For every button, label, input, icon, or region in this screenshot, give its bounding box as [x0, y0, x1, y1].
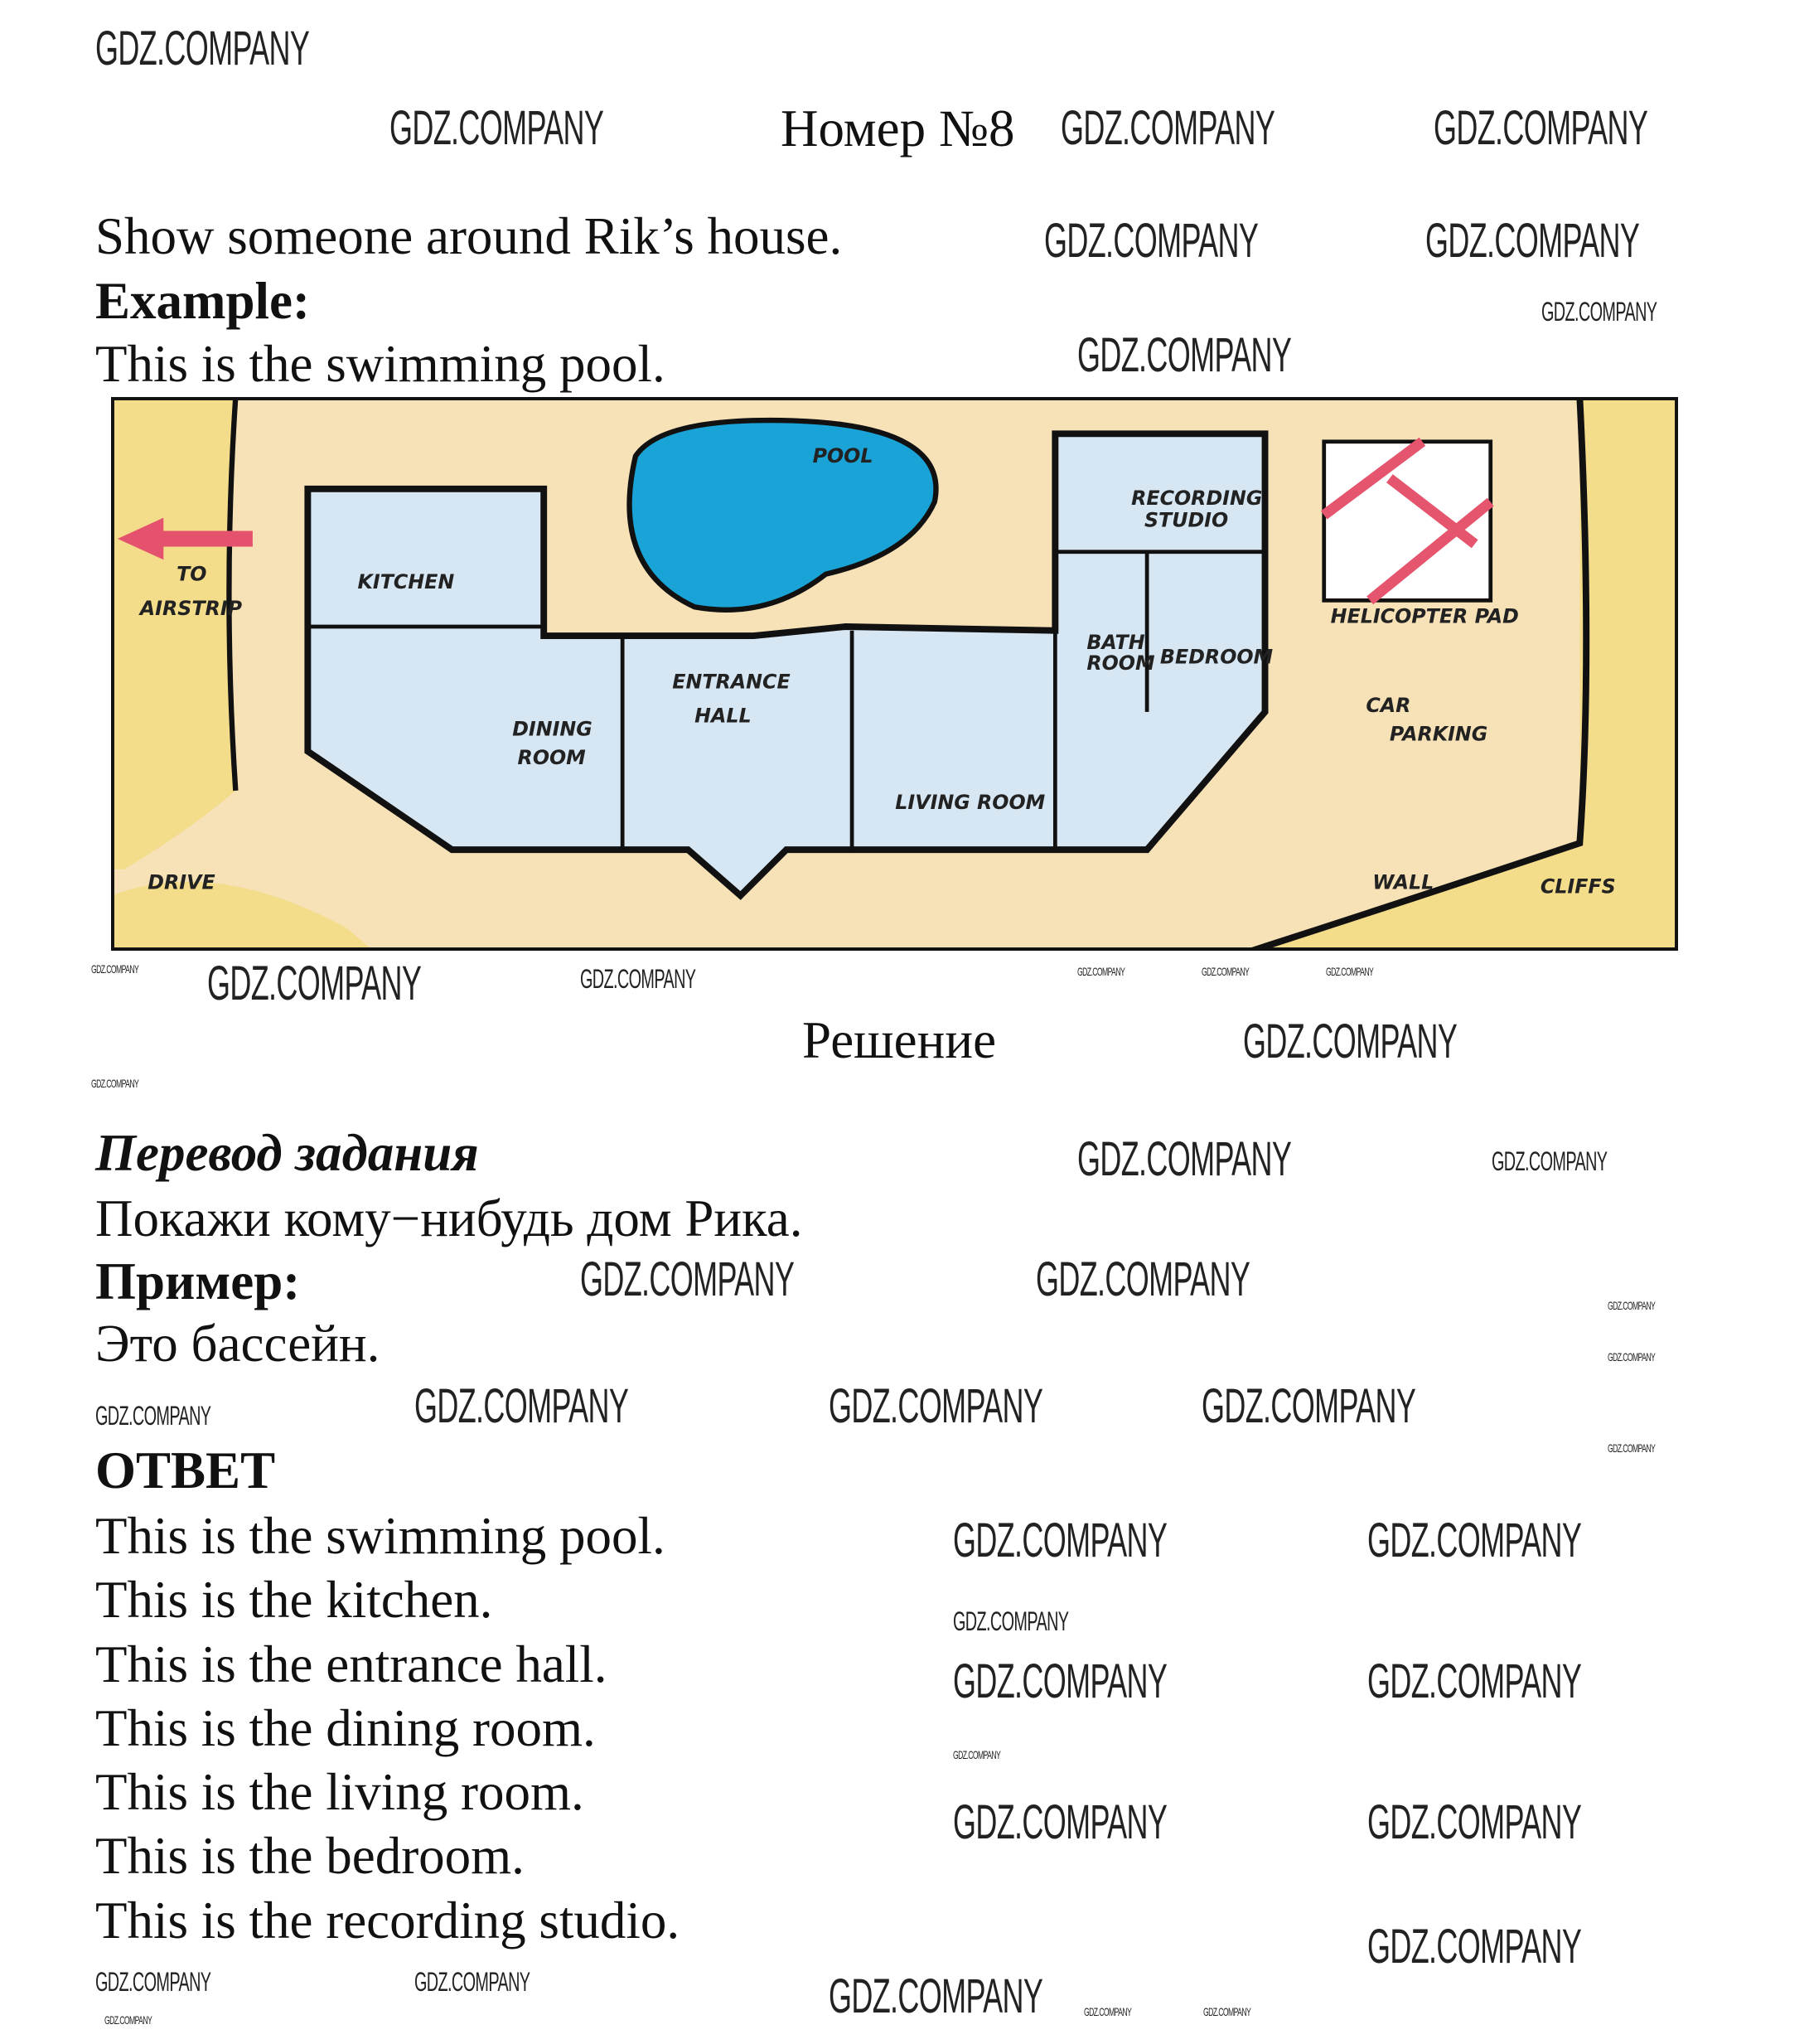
- watermark: GDZ.COMPANY: [1061, 101, 1275, 155]
- watermark: GDZ.COMPANY: [95, 22, 310, 75]
- map-label: BEDROOM: [1160, 645, 1274, 668]
- watermark: GDZ.COMPANY: [1326, 965, 1374, 978]
- watermark: GDZ.COMPANY: [1608, 1441, 1656, 1455]
- translation-text: Покажи кому−нибудь дом Рика.: [95, 1189, 803, 1247]
- map-label: WALL: [1372, 871, 1434, 894]
- answer-line: This is the kitchen.: [95, 1571, 493, 1629]
- watermark: GDZ.COMPANY: [580, 964, 696, 994]
- map-label: STUDIO: [1144, 509, 1228, 532]
- cliffs-sand: [1251, 397, 1678, 951]
- map-label: ROOM: [518, 746, 587, 769]
- left-sand: [111, 397, 236, 869]
- map-label: ROOM: [1086, 651, 1155, 675]
- answer-line: This is the swimming pool.: [95, 1507, 665, 1565]
- watermark: GDZ.COMPANY: [1084, 2005, 1132, 2018]
- watermark: GDZ.COMPANY: [1077, 328, 1292, 382]
- map-label: LIVING ROOM: [895, 791, 1045, 814]
- answer-line: This is the living room.: [95, 1763, 584, 1821]
- map-label: ENTRANCE: [672, 670, 790, 693]
- watermark: GDZ.COMPANY: [1077, 1132, 1292, 1186]
- watermark: GDZ.COMPANY: [1202, 965, 1250, 978]
- answer-line: This is the recording studio.: [95, 1891, 680, 1950]
- example-text-ru: Это бассейн.: [95, 1315, 380, 1373]
- map-label: CAR: [1366, 694, 1410, 717]
- translation-label: Перевод задания: [95, 1124, 479, 1182]
- map-label: DINING: [512, 717, 593, 740]
- watermark: GDZ.COMPANY: [953, 1748, 1001, 1761]
- map-label: RECORDING: [1131, 487, 1262, 510]
- watermark: GDZ.COMPANY: [95, 1401, 211, 1431]
- watermark: GDZ.COMPANY: [414, 1379, 629, 1433]
- map-label: POOL: [813, 444, 873, 467]
- watermark: GDZ.COMPANY: [1367, 1795, 1582, 1849]
- watermark: GDZ.COMPANY: [1434, 101, 1648, 155]
- house-floorplan: [304, 430, 1269, 900]
- watermark: GDZ.COMPANY: [104, 2013, 152, 2027]
- watermark: GDZ.COMPANY: [1425, 214, 1640, 268]
- drive-edge: [226, 397, 239, 792]
- map-label: KITCHEN: [357, 570, 454, 593]
- page-title: Номер №8: [781, 99, 1015, 157]
- map-label: PARKING: [1390, 723, 1487, 746]
- watermark: GDZ.COMPANY: [1492, 1146, 1608, 1176]
- map-label: HALL: [694, 705, 751, 728]
- watermark: GDZ.COMPANY: [207, 957, 422, 1010]
- watermark: GDZ.COMPANY: [1202, 1379, 1416, 1433]
- answer-label: ОТВЕТ: [95, 1441, 276, 1499]
- example-text: This is the swimming pool.: [95, 335, 665, 393]
- map-label: DRIVE: [148, 871, 215, 894]
- watermark: GDZ.COMPANY: [91, 1077, 139, 1090]
- wall-line: [1250, 397, 1590, 951]
- drive-sand: [111, 881, 374, 951]
- answer-line: This is the bedroom.: [95, 1827, 525, 1885]
- watermark: GDZ.COMPANY: [829, 1969, 1043, 2023]
- swimming-pool: [626, 417, 939, 613]
- watermark: GDZ.COMPANY: [414, 1967, 530, 1997]
- watermark: GDZ.COMPANY: [953, 1606, 1069, 1636]
- watermark: GDZ.COMPANY: [829, 1379, 1043, 1433]
- map-label: HELICOPTER PAD: [1331, 604, 1519, 627]
- map-label: TO: [177, 563, 206, 586]
- example-label: Example:: [95, 272, 310, 330]
- watermark: GDZ.COMPANY: [1077, 965, 1125, 978]
- watermark: GDZ.COMPANY: [1036, 1252, 1250, 1306]
- watermark: GDZ.COMPANY: [1367, 1654, 1582, 1708]
- watermark: GDZ.COMPANY: [1243, 1015, 1458, 1068]
- watermark: GDZ.COMPANY: [953, 1654, 1168, 1708]
- watermark: GDZ.COMPANY: [580, 1252, 795, 1306]
- watermark: GDZ.COMPANY: [953, 1795, 1168, 1849]
- map-label: CLIFFS: [1541, 874, 1616, 898]
- map-label: AIRSTRIP: [138, 597, 243, 620]
- watermark: GDZ.COMPANY: [1541, 297, 1657, 327]
- watermark: GDZ.COMPANY: [389, 101, 604, 155]
- task-instruction: Show someone around Rik’s house.: [95, 207, 843, 265]
- map-label: BATH: [1086, 631, 1144, 654]
- arrow-to-airstrip-icon: [117, 517, 253, 560]
- watermark: GDZ.COMPANY: [1367, 1920, 1582, 1974]
- watermark: GDZ.COMPANY: [1203, 2005, 1251, 2018]
- watermark: GDZ.COMPANY: [1608, 1350, 1656, 1363]
- watermark: GDZ.COMPANY: [1044, 214, 1259, 268]
- watermark: GDZ.COMPANY: [1608, 1299, 1656, 1312]
- watermark: GDZ.COMPANY: [953, 1514, 1168, 1567]
- solution-title: Решение: [802, 1011, 997, 1069]
- example-label-ru: Пример:: [95, 1252, 301, 1310]
- watermark: GDZ.COMPANY: [95, 1967, 211, 1997]
- watermark: GDZ.COMPANY: [91, 962, 139, 976]
- answer-line: This is the entrance hall.: [95, 1635, 607, 1693]
- house-map: TO AIRSTRIP POOL KITCHEN DINING ROOM ENT…: [111, 397, 1678, 951]
- watermark: GDZ.COMPANY: [1367, 1514, 1582, 1567]
- answer-line: This is the dining room.: [95, 1699, 596, 1757]
